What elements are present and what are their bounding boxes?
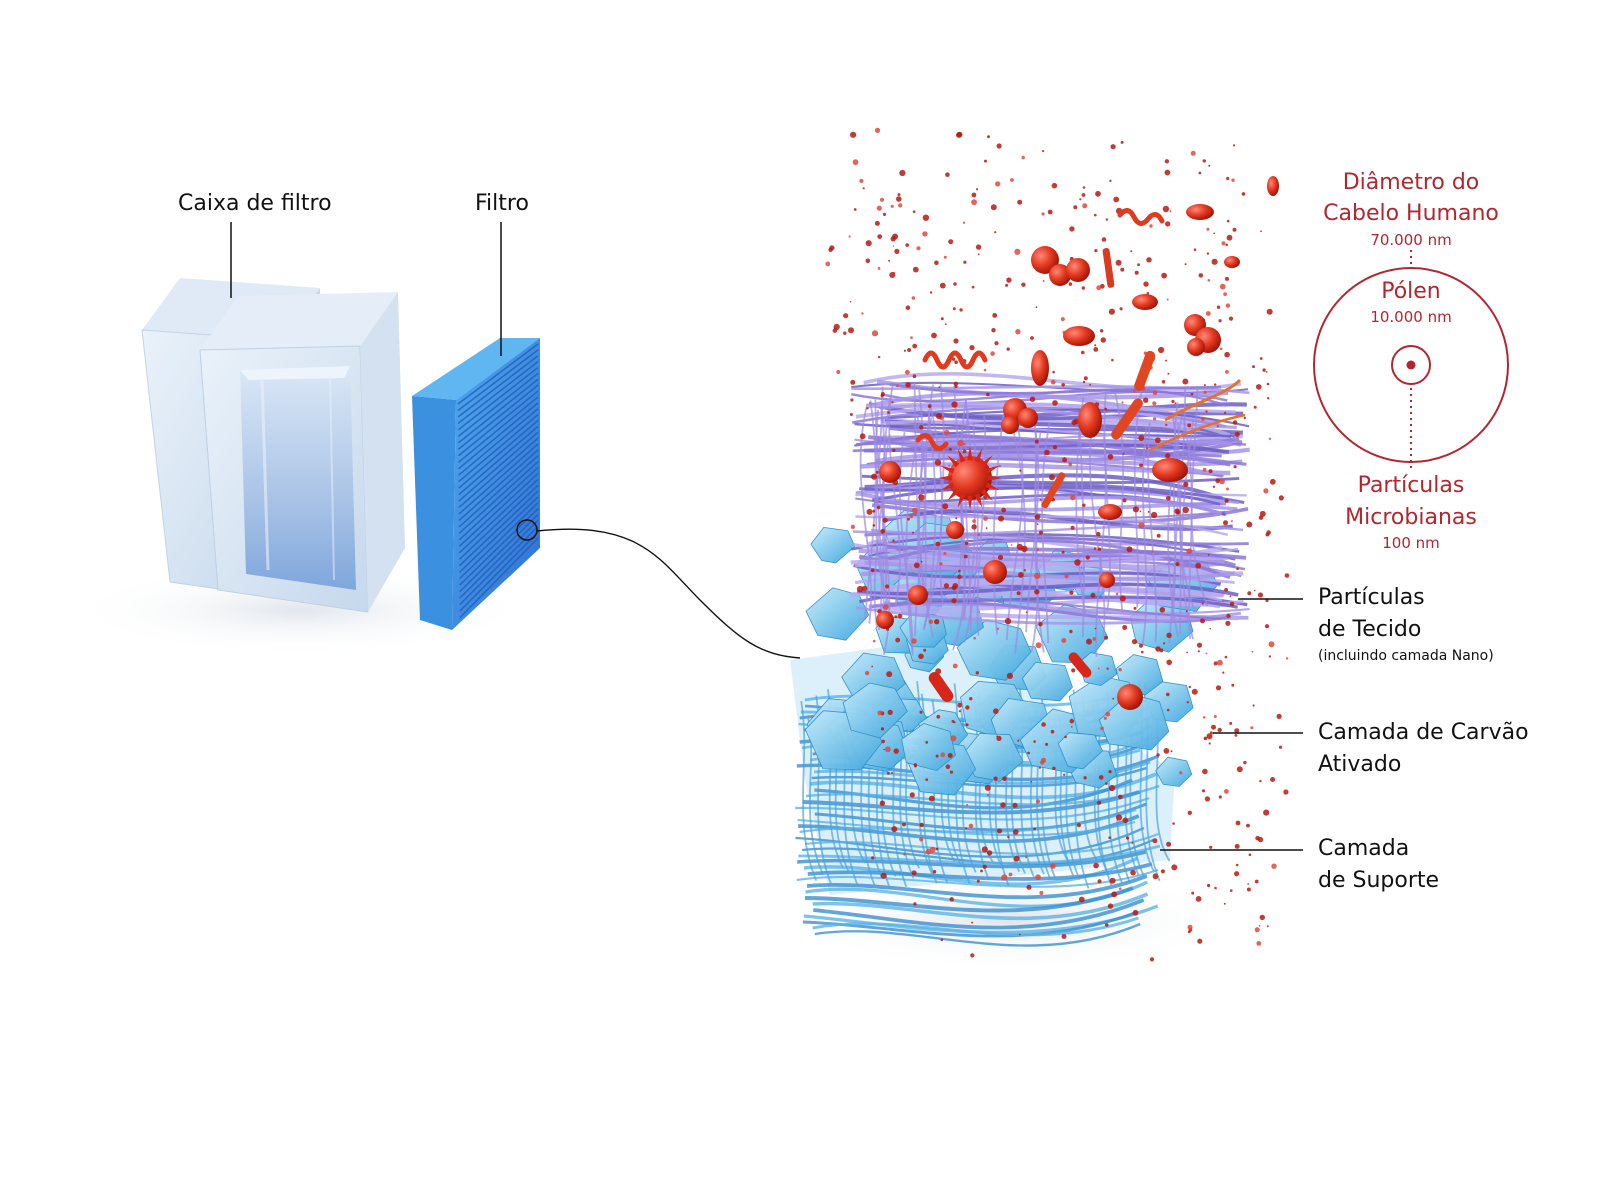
filter-illustration	[412, 338, 540, 630]
fabric-label-note: (incluindo camada Nano)	[1318, 648, 1494, 664]
carbon-label-line1: Camada de Carvão	[1318, 720, 1529, 745]
pollen-label: Pólen	[1381, 279, 1441, 304]
support-label-line1: Camada	[1318, 836, 1410, 861]
zoom-connector-line	[536, 528, 801, 659]
filter-layers-illustration	[780, 127, 1290, 970]
hair-label-line2: Cabelo Humano	[1323, 201, 1499, 226]
hair-label-line1: Diâmetro do	[1342, 170, 1480, 195]
fabric-label-line2: de Tecido	[1318, 617, 1422, 642]
microbial-label-line2: Microbianas	[1345, 505, 1477, 530]
filter-box-illustration	[70, 278, 530, 655]
pollen-size: 10.000 nm	[1370, 308, 1452, 326]
filter-box-label: Caixa de filtro	[178, 191, 332, 216]
contaminants	[876, 176, 1279, 710]
microbial-dot	[1406, 360, 1416, 370]
scale-comparison	[1313, 250, 1509, 470]
particles-cloud	[825, 127, 1290, 962]
support-label-line2: de Suporte	[1318, 868, 1440, 893]
pollen-circle	[1391, 345, 1431, 385]
hair-size: 70.000 nm	[1370, 231, 1452, 249]
microbial-size: 100 nm	[1382, 534, 1440, 552]
microbial-label-line1: Partículas	[1357, 473, 1465, 498]
carbon-label-line2: Ativado	[1318, 752, 1402, 777]
filter-label: Filtro	[475, 191, 529, 216]
fabric-label-line1: Partículas	[1318, 585, 1425, 610]
